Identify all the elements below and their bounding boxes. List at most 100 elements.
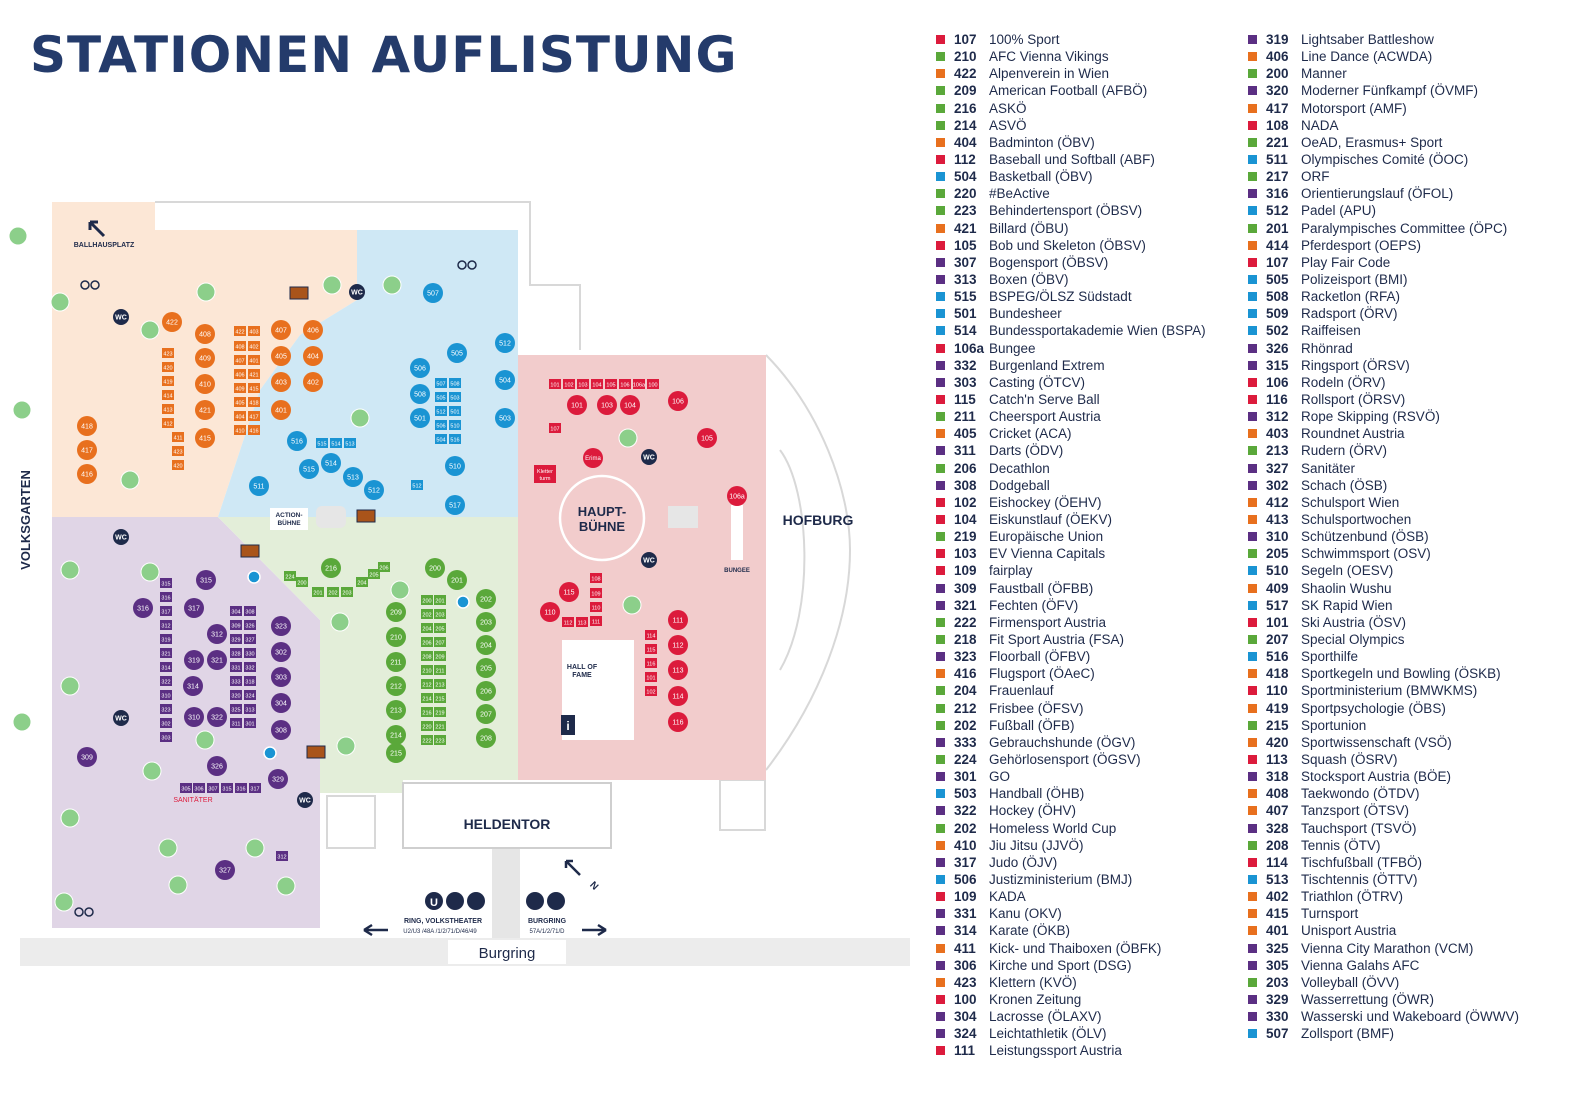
station-tag[interactable]: 421 (248, 369, 260, 379)
station-tag[interactable]: 116 (645, 658, 657, 668)
station-marker[interactable]: 329 (268, 769, 288, 789)
station-marker[interactable]: 516 (287, 431, 307, 451)
bungee-platform[interactable] (731, 505, 743, 560)
station-tag[interactable]: 401 (248, 355, 260, 365)
station-tag[interactable]: 316 (160, 592, 172, 602)
station-tag[interactable]: 323 (160, 704, 172, 714)
station-tag[interactable]: 206 (378, 562, 390, 572)
station-tag[interactable]: 411 (172, 432, 184, 442)
station-tag[interactable]: 308 (244, 606, 256, 616)
station-marker[interactable]: 501 (410, 408, 430, 428)
station-tag[interactable]: 514 (330, 438, 342, 448)
station-tag[interactable]: 103 (577, 379, 589, 389)
station-tag[interactable]: 333 (230, 676, 242, 686)
station-tag[interactable]: 115 (645, 644, 657, 654)
station-tag[interactable]: 503 (449, 392, 461, 402)
station-marker[interactable]: 312 (207, 624, 227, 644)
station-tag[interactable]: 407 (234, 355, 246, 365)
station-marker[interactable]: 214 (386, 725, 406, 745)
station-tag[interactable]: 312 (160, 620, 172, 630)
station-tag[interactable]: 324 (244, 690, 256, 700)
station-tag[interactable]: 212 (421, 679, 433, 689)
station-marker[interactable]: 503 (495, 408, 515, 428)
station-tag[interactable]: 303 (160, 732, 172, 742)
station-tag[interactable]: 100 (647, 379, 659, 389)
station-tag[interactable]: 321 (160, 648, 172, 658)
station-tag[interactable]: 202 (327, 587, 339, 597)
station-tag[interactable]: 311 (230, 718, 242, 728)
station-tag[interactable]: 516 (449, 434, 461, 444)
station-tag[interactable]: 210 (421, 665, 433, 675)
station-marker[interactable]: 215 (386, 743, 406, 763)
station-marker[interactable]: 323 (271, 616, 291, 636)
station-tag[interactable]: 320 (230, 690, 242, 700)
station-tag[interactable]: 328 (230, 648, 242, 658)
station-tag[interactable]: 332 (244, 662, 256, 672)
station-marker[interactable]: 211 (386, 652, 406, 672)
station-tag[interactable]: 417 (248, 411, 260, 421)
station-marker[interactable]: 405 (271, 346, 291, 366)
station-marker[interactable]: 409 (195, 348, 215, 368)
station-tag[interactable]: 307 (207, 783, 219, 793)
station-tag[interactable]: 404 (234, 411, 246, 421)
station-tag[interactable]: 203 (434, 609, 446, 619)
station-marker[interactable]: 511 (249, 476, 269, 496)
station-marker[interactable]: 210 (386, 627, 406, 647)
station-tag[interactable]: 512 (435, 406, 447, 416)
station-tag[interactable]: 512 (411, 480, 423, 490)
station-tag[interactable]: 310 (160, 690, 172, 700)
station-tag[interactable]: 209 (434, 651, 446, 661)
station-marker[interactable]: 203 (476, 612, 496, 632)
station-marker[interactable]: 507 (423, 283, 443, 303)
station-marker[interactable]: 512 (364, 480, 384, 500)
station-tag[interactable]: 208 (421, 651, 433, 661)
station-marker[interactable]: 113 (668, 660, 688, 680)
station-tag[interactable]: 105 (605, 379, 617, 389)
station-marker[interactable]: 101 (567, 395, 587, 415)
station-tag[interactable]: 504 (435, 434, 447, 444)
station-tag[interactable]: 214 (421, 693, 433, 703)
station-marker[interactable]: 408 (195, 324, 215, 344)
station-tag[interactable]: 420 (162, 362, 174, 372)
station-tag[interactable]: 408 (234, 341, 246, 351)
